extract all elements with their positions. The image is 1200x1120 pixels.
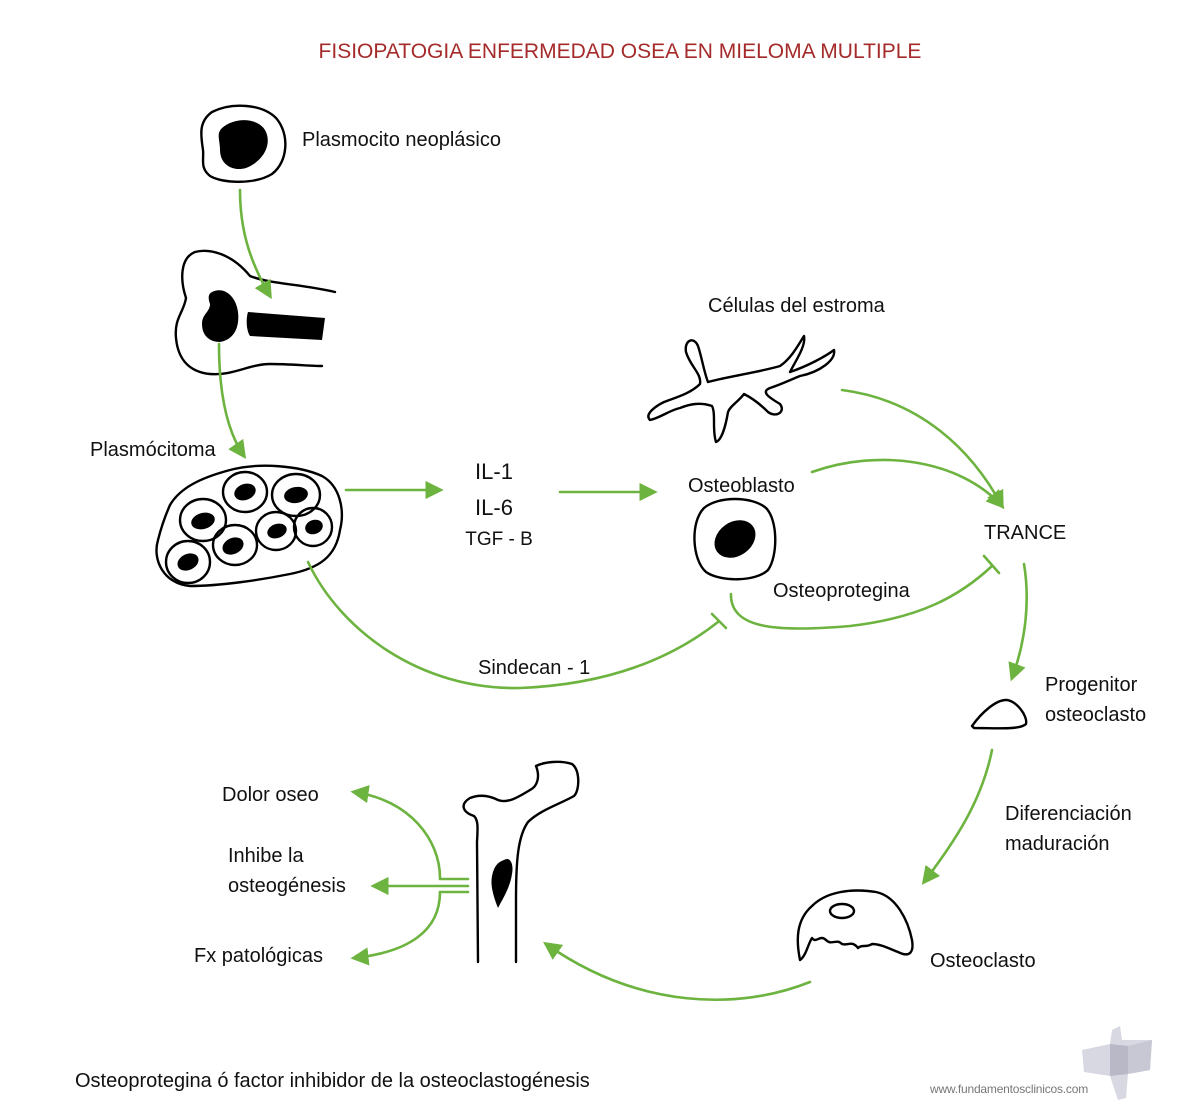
label-dolor-oseo: Dolor oseo (222, 784, 319, 806)
arrow-femur-to-dolor (350, 785, 442, 880)
footnote: Osteoprotegina ó factor inhibidor de la … (75, 1070, 590, 1092)
label-inhibe-1: Inhibe la (228, 845, 304, 867)
arrow-trance-to-progenitor (1008, 562, 1028, 682)
label-estroma: Células del estroma (708, 295, 885, 317)
arrow-osteoclast-to-femur (543, 941, 812, 1002)
label-fx-patologicas: Fx patológicas (194, 945, 323, 967)
plasmacytoma-cluster-icon (155, 464, 344, 588)
label-trance: TRANCE (984, 522, 1067, 544)
arrow-osteoblast-to-trance (810, 458, 1005, 509)
label-osteoprotegina: Osteoprotegina (773, 580, 910, 602)
label-il6: IL-6 (475, 495, 513, 520)
arrow-progenitor-to-osteoclast (921, 748, 994, 885)
inhibit-osteoprotegina-to-trance (729, 564, 994, 630)
label-tgfb: TGF - B (465, 529, 533, 550)
label-sindecan: Sindecan - 1 (478, 657, 591, 679)
label-osteoblasto: Osteoblasto (688, 475, 795, 497)
label-osteoclasto: Osteoclasto (930, 950, 1036, 972)
arrow-stroma-to-trance (840, 388, 1004, 510)
watermark-url: www.fundamentosclinicos.com (930, 1082, 1089, 1096)
label-inhibe-2: osteogénesis (228, 875, 346, 897)
bone-lesion-icon (174, 249, 337, 376)
stromal-cell-icon (647, 334, 836, 444)
label-diferenciacion: Diferenciación (1005, 803, 1132, 825)
cross-3d-logo-icon (1082, 1026, 1152, 1100)
arrow-plasmocito-to-bone (238, 188, 272, 300)
label-il1: IL-1 (475, 459, 513, 484)
osteoclast-cell-icon (796, 889, 914, 962)
osteoblast-cell-icon (693, 497, 777, 581)
label-progenitor-1: Progenitor (1045, 674, 1138, 696)
label-maduracion: maduración (1005, 833, 1110, 855)
inhibit-sindecan-to-osteoblast (306, 560, 720, 690)
arrow-bone-to-plasmocitoma (217, 342, 247, 459)
label-plasmocito: Plasmocito neoplásico (302, 129, 501, 151)
label-plasmocitoma: Plasmócitoma (90, 439, 216, 461)
diagram-title: FISIOPATOGIA ENFERMEDAD OSEA EN MIELOMA … (318, 40, 922, 63)
arrows (217, 188, 1028, 1002)
arrow-femur-to-fx (350, 890, 442, 966)
femur-bone-icon (462, 760, 580, 964)
osteoclast-progenitor-icon (970, 698, 1028, 730)
plasma-cell-icon (200, 104, 287, 183)
label-progenitor-2: osteoclasto (1045, 704, 1147, 726)
